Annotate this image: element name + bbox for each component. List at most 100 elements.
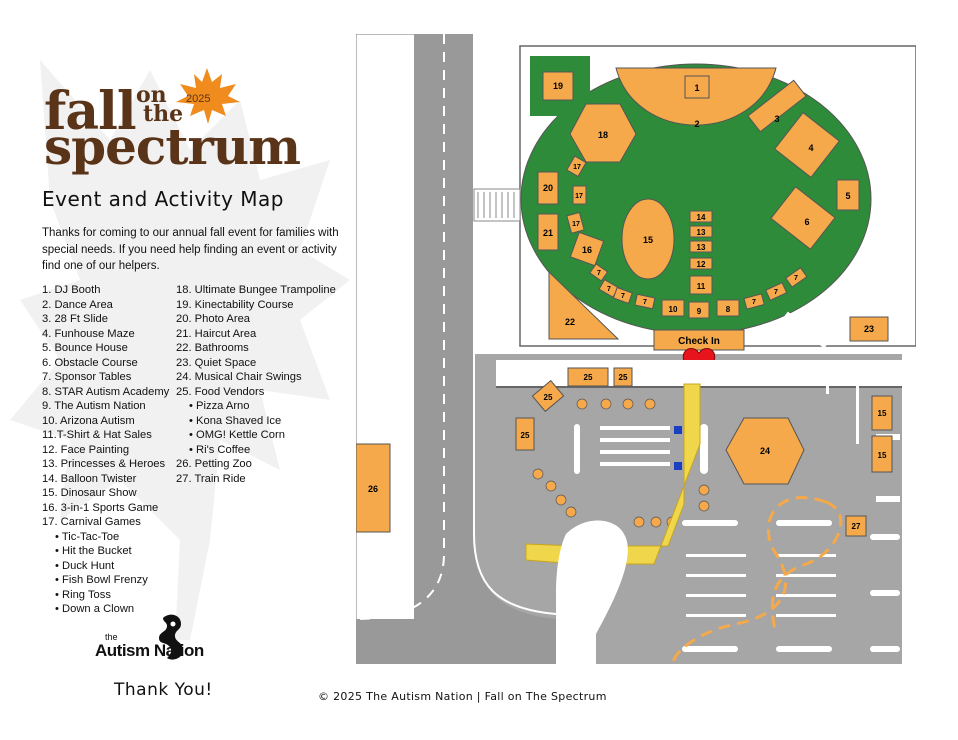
picnic-table (644, 398, 656, 410)
legend-item: 18. Ultimate Bungee Trampoline (176, 284, 336, 296)
legend-item: • Kona Shaved Ice (189, 414, 282, 427)
legend-item: 23. Quiet Space (176, 356, 257, 369)
booth-22 (548, 270, 620, 340)
curb-island (556, 520, 628, 664)
legend-item: • Ri's Coffee (189, 443, 251, 456)
sponsor-tables-right: 7 7 7 (743, 267, 808, 310)
booth-21 (537, 213, 559, 251)
booth-19 (542, 71, 574, 101)
booth-19-label: 19 (553, 81, 563, 91)
brand-year: 2025 (186, 93, 211, 105)
booth-5 (836, 179, 860, 211)
booth-1-label: 1 (694, 83, 699, 93)
intro-text: Thanks for coming to our annual fall eve… (42, 227, 339, 272)
booth-13b (689, 240, 713, 253)
picnic-table (698, 500, 710, 512)
legend-item: 9. The Autism Nation (42, 400, 146, 412)
booth-26-label: 26 (368, 484, 378, 494)
booth-24 (725, 417, 805, 485)
legend-item: • Hit the Bucket (55, 545, 132, 557)
picnic-table (545, 480, 557, 492)
legend-item: 11.T-Shirt & Hat Sales (42, 429, 152, 441)
booth-25a (567, 367, 609, 387)
booth-23-label: 23 (864, 324, 874, 334)
walkway-bridge (473, 188, 521, 222)
booth-7e (743, 293, 765, 310)
main-road (356, 34, 556, 664)
booth-24-label: 24 (760, 446, 770, 456)
legend-item: • Ring Toss (55, 588, 111, 601)
parking-stripe (776, 574, 836, 577)
booth-12-label: 12 (697, 260, 706, 269)
booth-15b-label: 15 (878, 451, 887, 460)
picnic-table (622, 398, 634, 410)
booth-15-oval-label: 15 (643, 235, 653, 245)
legend-item: 13. Princesses & Heroes (42, 458, 166, 470)
booth-4 (774, 112, 840, 178)
lot-right-edge (902, 354, 916, 664)
booth-6 (770, 186, 836, 250)
left-lawn (356, 34, 417, 635)
booth-11 (689, 275, 713, 295)
booth-9 (688, 301, 710, 319)
parking-stripe (856, 374, 859, 444)
picnic-table (600, 398, 612, 410)
road-center-line (356, 34, 445, 620)
sponsor-tables-left: 7 7 7 7 (589, 263, 656, 310)
parking-stripe (600, 450, 670, 454)
parking-stripe (870, 534, 900, 540)
legend-item: 26. Petting Zoo (176, 458, 252, 470)
legend-item: 7. Sponsor Tables (42, 371, 132, 383)
booth-7a-label: 7 (597, 270, 601, 277)
booth-8 (716, 299, 740, 317)
thank-you-text: Thank You! (114, 680, 213, 700)
booth-21-label: 21 (543, 228, 553, 238)
booth-5-label: 5 (845, 191, 850, 201)
booth-18 (569, 103, 637, 163)
booth-20-label: 20 (543, 183, 553, 193)
legend-item: • Tic-Tac-Toe (55, 530, 120, 543)
parking-stripe (600, 462, 670, 466)
booth-17a (566, 155, 587, 178)
legend-item: • Fish Bowl Frenzy (55, 574, 148, 586)
field-path (784, 311, 828, 349)
booth-23 (849, 316, 889, 342)
booth-7c-label: 7 (621, 293, 625, 300)
legend-item: 24. Musical Chair Swings (176, 371, 302, 383)
parking-stripe (776, 646, 832, 652)
brand-the-text: the (143, 101, 184, 127)
booth-10 (661, 299, 685, 317)
parking-stripe (776, 520, 832, 526)
booth-16-label: 16 (582, 245, 592, 255)
picnic-table (633, 516, 645, 528)
legend-item: 6. Obstacle Course (42, 356, 138, 369)
legend-item: 5. Bounce House (42, 342, 128, 354)
autism-nation-logo: the Autism Nation (93, 612, 253, 672)
booth-7d (634, 293, 656, 310)
legend-item: 21. Haircut Area (176, 327, 257, 340)
parking-stripe (776, 554, 836, 557)
check-in-label: Check In (678, 336, 720, 347)
booth-27 (845, 515, 867, 537)
lot-lane-edge (496, 386, 916, 388)
parking-stripe (682, 646, 738, 652)
booth-7f (765, 282, 788, 301)
booth-25d (515, 417, 535, 451)
legend-item: 1. DJ Booth (42, 284, 101, 296)
accessible-parking-icon (674, 426, 682, 434)
legend-item: 14. Balloon Twister (42, 472, 137, 485)
parking-stripe (686, 574, 746, 577)
parking-stripe (826, 374, 829, 394)
booth-20 (537, 171, 559, 205)
booth-15a-label: 15 (878, 409, 887, 418)
booth-4-label: 4 (808, 143, 813, 153)
booth-7g-label: 7 (794, 275, 798, 282)
brand-fall-text: fall (44, 81, 137, 142)
parking-stripe (600, 438, 670, 442)
picnic-table (698, 484, 710, 496)
booth-6-label: 6 (804, 217, 809, 227)
maple-leaf-icon (176, 68, 240, 124)
picnic-tables (532, 398, 710, 528)
booth-7g (785, 267, 808, 288)
